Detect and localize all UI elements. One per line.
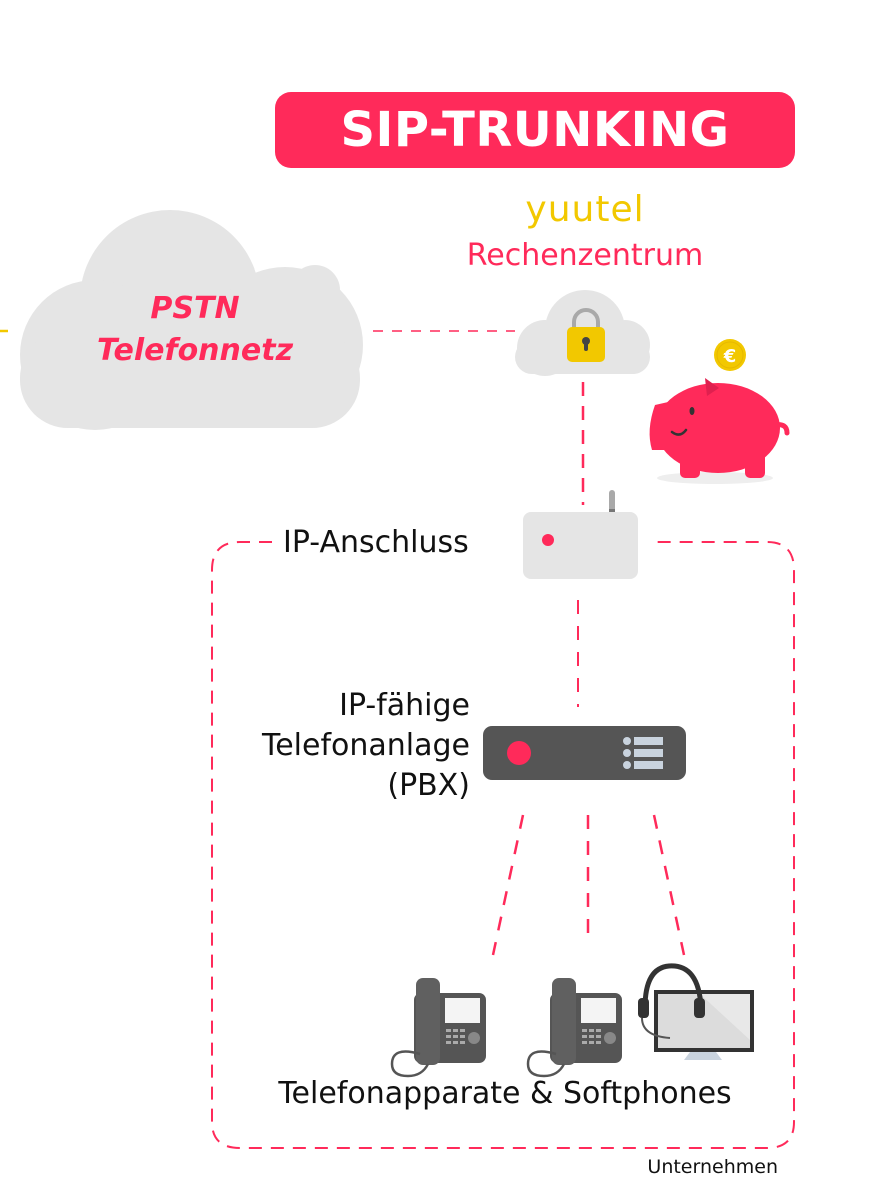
desk-phone-icon xyxy=(526,978,622,1078)
pbx-label-line2: Telefonanlage xyxy=(261,728,470,763)
title-banner: SIP-TRUNKING xyxy=(275,92,795,168)
brand-logo: yuutel xyxy=(525,189,645,230)
pbx-label-line3: (PBX) xyxy=(387,768,470,803)
euro-coin-icon xyxy=(714,339,746,371)
piggy-bank-icon xyxy=(649,378,790,484)
pbx-label: IP-fähige Telefonanlage (PBX) xyxy=(200,686,470,806)
pstn-label-line2: Telefonnetz xyxy=(96,333,294,368)
page-title: SIP-TRUNKING xyxy=(340,102,730,158)
ip-connection-label: IP-Anschluss xyxy=(283,525,469,560)
company-boundary[interactable] xyxy=(211,541,795,1149)
link-pbx-softphone xyxy=(652,814,686,956)
coin-symbol: € xyxy=(723,346,737,367)
pbx-label-line1: IP-fähige xyxy=(339,688,470,723)
pstn-cloud xyxy=(20,210,363,430)
desk-phone-icon xyxy=(390,978,486,1078)
pstn-label-line1: PSTN xyxy=(150,291,240,326)
pstn-label: PSTN Telefonnetz xyxy=(40,288,350,372)
link-pbx-phone-1 xyxy=(491,814,525,956)
company-label: Unternehmen xyxy=(647,1156,778,1178)
router-icon xyxy=(523,490,638,579)
pbx-icon xyxy=(483,726,686,780)
headset-icon xyxy=(638,963,705,1039)
datacenter-label: Rechenzentrum xyxy=(466,238,704,273)
devices-label: Telefonapparate & Softphones xyxy=(278,1076,732,1111)
lock-icon xyxy=(567,308,605,362)
